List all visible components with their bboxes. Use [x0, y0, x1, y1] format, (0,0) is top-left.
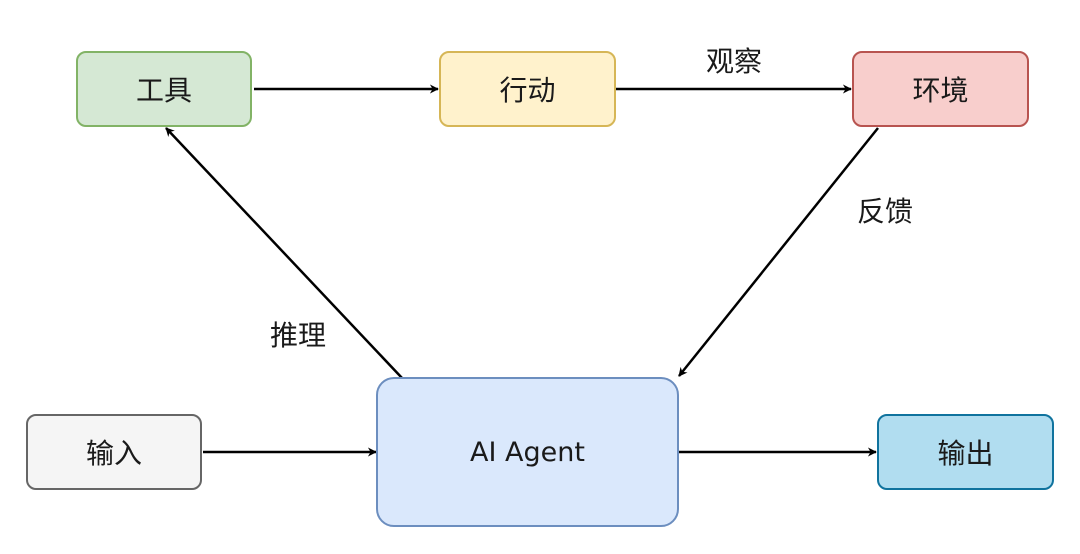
node-environment[interactable]: 环境 [852, 51, 1029, 127]
node-action[interactable]: 行动 [439, 51, 616, 127]
edge-label-reasoning: 推理 [270, 319, 327, 352]
edge-env-to-agent [678, 127, 879, 377]
node-ai-agent[interactable]: AI Agent [376, 377, 679, 527]
node-tools[interactable]: 工具 [76, 51, 252, 127]
edge-label-feedback: 反馈 [857, 195, 914, 228]
node-input[interactable]: 输入 [26, 414, 202, 490]
edge-label-observe: 观察 [706, 45, 763, 78]
edge-agent-to-tools [165, 127, 403, 379]
node-output[interactable]: 输出 [877, 414, 1054, 490]
